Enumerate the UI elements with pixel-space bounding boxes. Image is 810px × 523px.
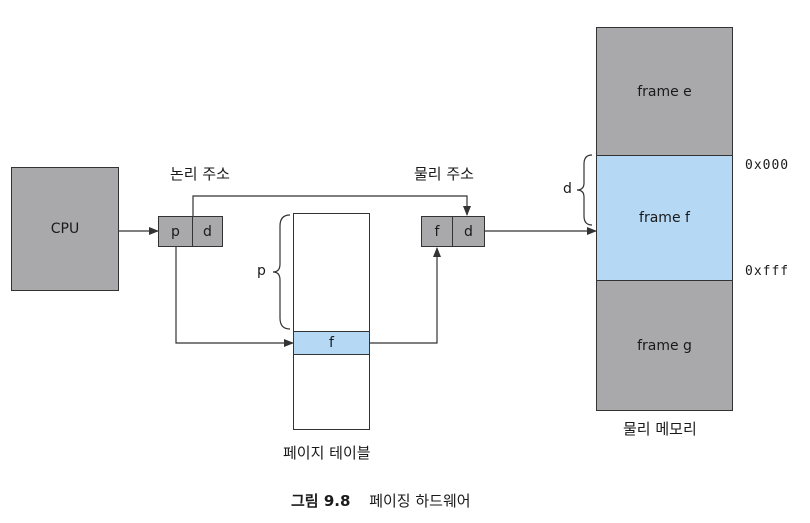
page-table-brace-label: p	[257, 263, 266, 279]
frame-number-arrow	[370, 247, 441, 344]
logical-offset-cell: d	[192, 216, 223, 247]
physical-address-label: 물리 주소	[414, 165, 474, 183]
physical-offset-label: d	[464, 223, 473, 240]
page-table-entry: f	[293, 331, 370, 355]
page-table-label: 페이지 테이블	[283, 444, 371, 462]
physical-frame-label: f	[434, 223, 440, 240]
logical-offset-label: d	[203, 223, 212, 240]
page-table	[293, 213, 370, 430]
caption-text: 페이징 하드웨어	[369, 492, 471, 510]
memory-frame-g: frame g	[596, 280, 733, 411]
offset-copy-arrow	[192, 195, 471, 216]
frame-f-label: frame f	[639, 210, 690, 226]
frame-g-label: frame g	[637, 337, 692, 354]
logical-page-cell: p	[158, 216, 193, 247]
page-table-entry-label: f	[329, 335, 334, 351]
cpu-box: CPU	[11, 167, 119, 291]
memory-frame-f: frame f	[596, 155, 733, 281]
frame-start-address: 0x000	[745, 158, 790, 173]
physical-memory-label: 물리 메모리	[623, 420, 697, 438]
cpu-label: CPU	[50, 221, 80, 237]
page-table-brace	[272, 214, 291, 330]
memory-frame-e: frame e	[596, 27, 733, 156]
page-number-arrow	[175, 247, 294, 347]
caption-number: 그림 9.8	[291, 492, 351, 510]
logical-page-label: p	[171, 223, 180, 240]
logical-address-label: 논리 주소	[170, 165, 230, 183]
frame-e-label: frame e	[637, 83, 692, 100]
frame-end-address: 0xfff	[745, 264, 790, 279]
memory-brace-label: d	[563, 181, 572, 197]
physical-offset-cell: d	[452, 216, 485, 247]
frame-offset-brace	[576, 154, 593, 226]
figure-caption: 그림 9.8 페이징 하드웨어	[291, 490, 471, 511]
physical-frame-cell: f	[421, 216, 453, 247]
